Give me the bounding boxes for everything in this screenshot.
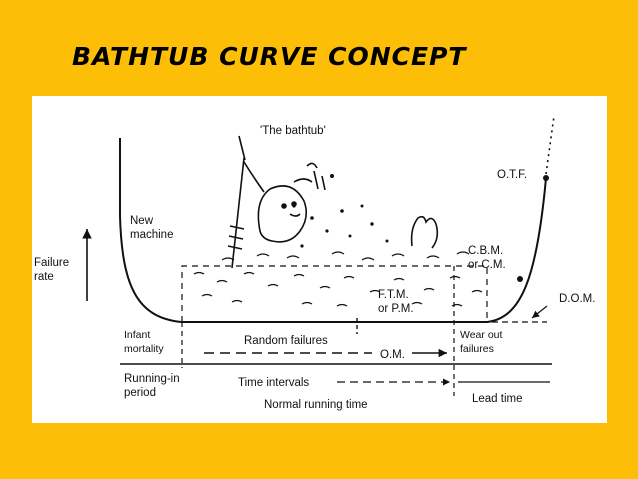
ftm-label-line1: F.T.M. <box>378 289 409 301</box>
curve-dotted-extension <box>545 115 555 175</box>
om-label: O.M. <box>380 349 405 361</box>
wearout-label-line1: Wear out <box>460 329 502 341</box>
otf-label: O.T.F. <box>497 169 527 181</box>
water-ripples <box>193 251 483 307</box>
time-intervals-label: Time intervals <box>238 377 309 389</box>
new-machine-line2: machine <box>130 229 173 241</box>
infant-label-line2: mortality <box>124 343 164 355</box>
running-in-label-line1: Running-in <box>124 373 180 385</box>
water-outline <box>181 265 488 322</box>
bather-figure <box>227 135 326 269</box>
cbm-label-line1: C.B.M. <box>468 245 503 257</box>
dom-label: D.O.M. <box>559 293 595 305</box>
normal-running-time-label: Normal running time <box>264 399 368 411</box>
random-failures-label: Random failures <box>244 335 328 347</box>
otf-point <box>543 175 549 181</box>
figure-panel: 'The bathtub' Failure rate New machine O… <box>32 96 607 423</box>
wearout-label-line2: failures <box>460 343 494 355</box>
bathtub-diagram: 'The bathtub' Failure rate New machine O… <box>34 115 595 411</box>
foot-figure <box>410 215 439 249</box>
cbm-point <box>517 276 523 282</box>
lead-time-label: Lead time <box>472 393 523 405</box>
y-axis-label-line2: rate <box>34 271 54 283</box>
y-axis-label-line1: Failure <box>34 257 69 269</box>
dom-arrow <box>531 305 548 319</box>
new-machine-line1: New <box>130 215 154 227</box>
slide-title: BATHTUB CURVE CONCEPT <box>72 42 467 71</box>
splash-droplets <box>292 174 389 248</box>
ftm-label-line2: or P.M. <box>378 303 414 315</box>
running-in-label-line2: period <box>124 387 156 399</box>
bathtub-curve <box>119 138 547 323</box>
diagram-caption: 'The bathtub' <box>260 125 326 137</box>
infant-label-line1: Infant <box>124 329 150 341</box>
cbm-label-line2: or C.M. <box>468 259 506 271</box>
